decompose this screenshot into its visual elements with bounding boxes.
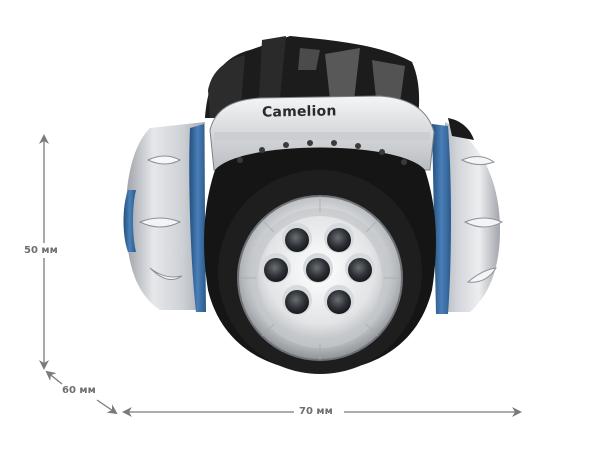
left-side-housing [123, 122, 206, 312]
brand-logo: Camelion [261, 103, 337, 121]
led-icon [303, 253, 333, 283]
led-icon [324, 223, 354, 253]
led-icon [261, 253, 291, 283]
width-label: 70 мм [297, 406, 335, 418]
led-icon [324, 285, 354, 315]
led-icon [282, 223, 312, 253]
depth-arrow [45, 370, 63, 385]
height-label: 50 мм [22, 245, 60, 257]
led-array [261, 223, 375, 315]
led-icon [282, 285, 312, 315]
led-icon [345, 253, 375, 283]
depth-arrow [96, 399, 118, 415]
right-side-housing [432, 118, 504, 314]
dimension-arrows [39, 134, 522, 417]
depth-label: 60 мм [60, 385, 98, 397]
